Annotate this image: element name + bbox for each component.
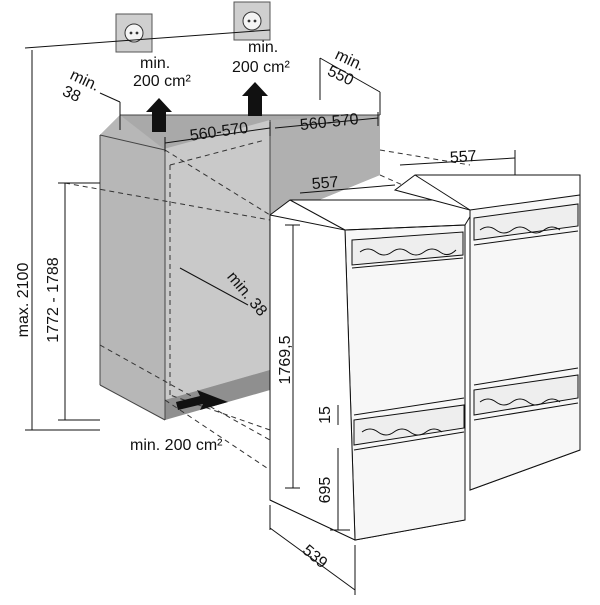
wall-socket-left: [115, 13, 153, 53]
label-depth-550: min. 550: [325, 46, 367, 89]
appliance-right: [393, 174, 581, 491]
niche-height-range-label: 1772 - 1788: [45, 257, 62, 343]
wall-socket-right: [233, 1, 271, 41]
vent-top-left-min: min.: [140, 55, 170, 72]
niche-max-height-label: max. 2100: [15, 263, 32, 338]
gap-38: 38: [60, 83, 83, 106]
appliance-width-front-label: 557: [311, 174, 339, 193]
appliance-height-label: 1769,5: [277, 335, 294, 384]
width-right-label: 560-570: [299, 111, 359, 134]
appliance-width-back-label: 557: [449, 148, 477, 167]
vent-arrow-bottom: [176, 390, 228, 410]
vent-arrow-top-left: [146, 98, 172, 132]
lower-door-height-label: 695: [317, 477, 334, 504]
door-gap-label: 15: [317, 406, 334, 424]
dashed-guides: [64, 139, 471, 471]
vent-arrow-top-right: [242, 82, 268, 116]
appliance-depth-label: 539: [299, 542, 330, 572]
label-vent-top-right: min. 200 cm²: [232, 39, 290, 76]
appliance-left: [269, 199, 481, 541]
vent-top-right-area: 200 cm²: [232, 59, 290, 76]
vent-bottom-label: min. 200 cm²: [130, 437, 223, 454]
vent-top-right-min: min.: [248, 39, 278, 56]
label-gap-38: min. 38: [60, 67, 102, 106]
label-vent-top-left: min. 200 cm²: [133, 55, 191, 90]
dimension-lines: [24, 29, 516, 595]
vent-top-left-area: 200 cm²: [133, 73, 191, 90]
